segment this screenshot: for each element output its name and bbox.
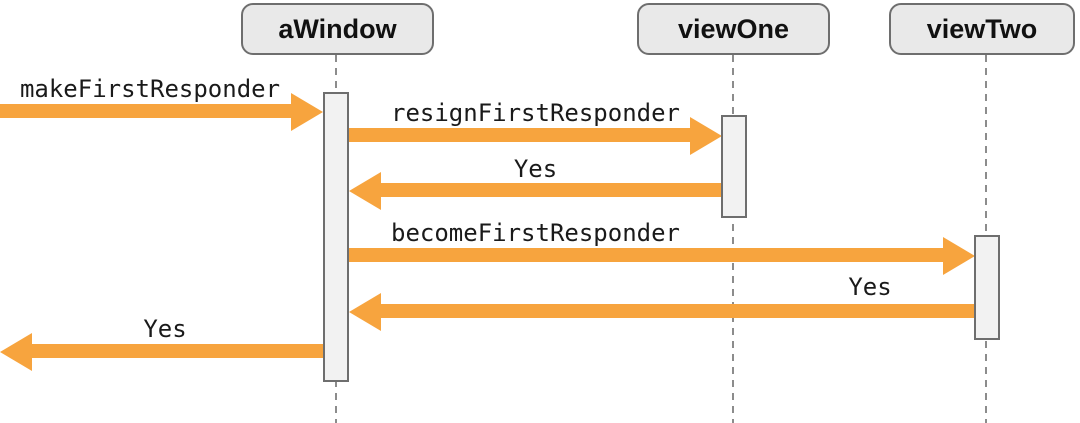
- activation-bar-viewone: [721, 115, 747, 218]
- actor-box-viewtwo: viewTwo: [889, 3, 1075, 55]
- arrow-head-right-icon: [291, 93, 323, 131]
- arrow-head-right-icon: [943, 237, 975, 275]
- arrow-body-becomefirstresponder: [349, 248, 945, 262]
- message-label-yes-viewtwo: Yes: [848, 273, 892, 301]
- arrow-body-resignfirstresponder: [349, 128, 692, 142]
- message-label-makefirstresponder: makeFirstResponder: [19, 75, 281, 103]
- arrow-head-left-icon: [0, 333, 32, 371]
- activation-bar-awindow: [323, 92, 349, 382]
- message-label-becomefirstresponder: becomeFirstResponder: [391, 219, 680, 247]
- arrow-head-right-icon: [690, 117, 722, 155]
- actor-label-viewone: viewOne: [677, 13, 790, 44]
- lifeline-viewone: [732, 55, 734, 423]
- actor-label-viewtwo: viewTwo: [926, 13, 1038, 44]
- actor-box-viewone: viewOne: [637, 3, 830, 55]
- arrow-body-yes-viewtwo: [379, 304, 975, 318]
- actor-label-awindow: aWindow: [278, 13, 397, 44]
- actor-box-awindow: aWindow: [241, 3, 434, 55]
- message-label-yes-viewone: Yes: [513, 155, 558, 183]
- message-label-yes-awindow: Yes: [143, 315, 187, 343]
- arrow-body-yes-viewone: [379, 183, 722, 197]
- activation-bar-viewtwo: [974, 235, 1000, 340]
- arrow-head-left-icon: [349, 293, 381, 331]
- arrow-body-makefirstresponder: [0, 104, 293, 118]
- arrow-body-yes-awindow: [30, 344, 323, 358]
- message-label-resignfirstresponder: resignFirstResponder: [391, 99, 680, 127]
- arrow-head-left-icon: [349, 172, 381, 210]
